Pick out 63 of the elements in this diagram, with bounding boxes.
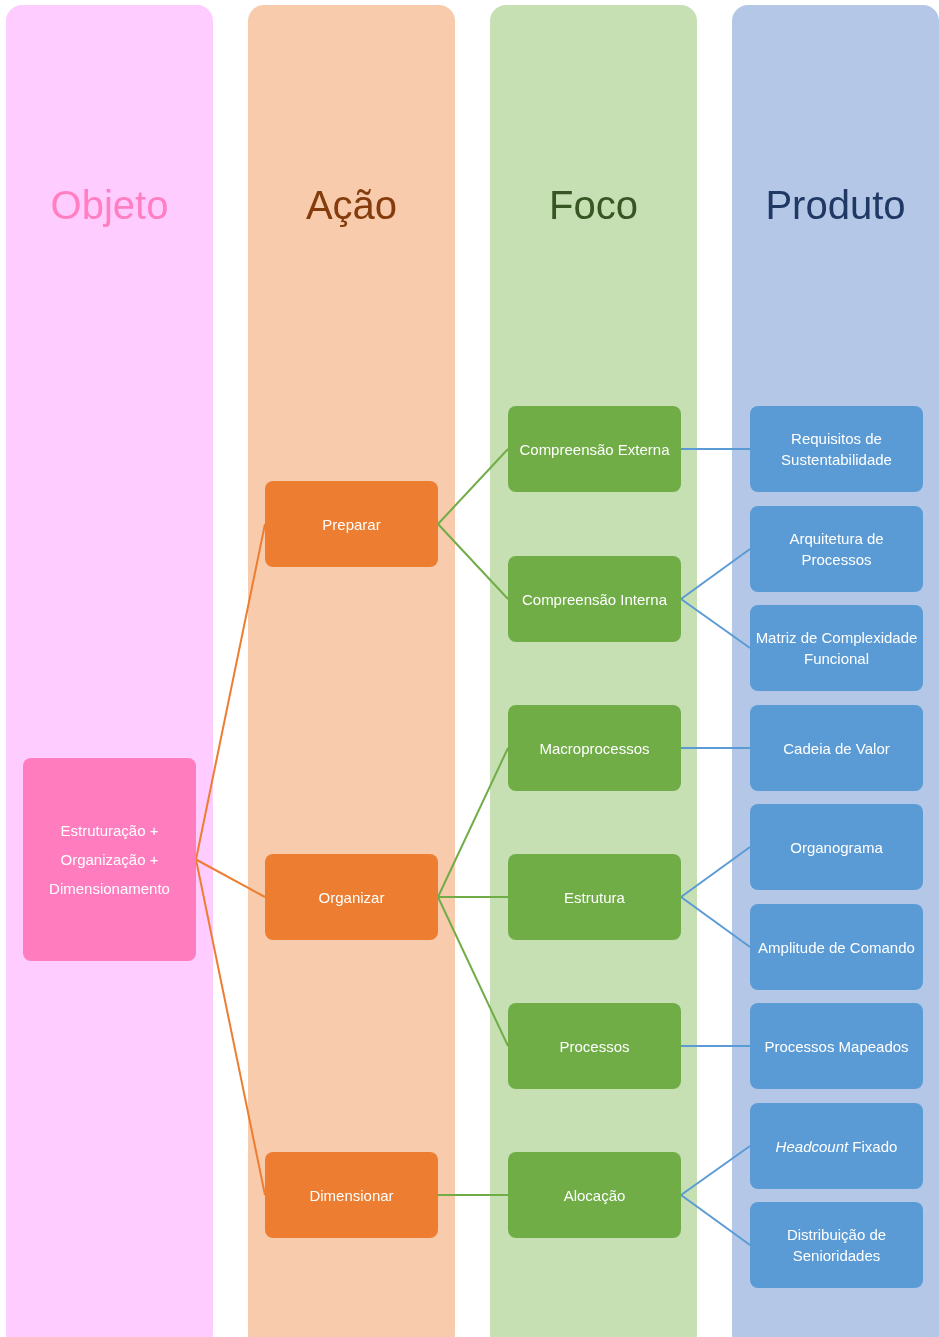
box-label: Cadeia de Valor — [783, 738, 890, 759]
connector-line — [680, 846, 751, 898]
process-box — [508, 705, 681, 791]
connector-line — [680, 747, 751, 749]
process-box — [508, 406, 681, 492]
column-heading: Objeto — [49, 182, 170, 229]
process-box — [750, 605, 923, 691]
connector-line — [680, 1194, 751, 1246]
column-band — [490, 5, 697, 1337]
column-heading: Ação — [304, 182, 399, 229]
box-label: Compreensão Interna — [521, 589, 668, 610]
connector-line — [680, 1145, 751, 1196]
process-box — [750, 804, 923, 890]
box-label: Amplitude de Comando — [758, 937, 915, 958]
connector-line — [437, 448, 509, 525]
column-band — [732, 5, 939, 1337]
box-label: Compreensão Externa — [519, 439, 670, 460]
box-label: Preparar — [322, 514, 381, 535]
box-label: Estruturação + Organização + Dimensionamento — [49, 821, 170, 899]
box-label: Matriz de Complexidade Funcional — [754, 628, 919, 669]
column-band — [6, 5, 213, 1337]
box-label: Processos — [559, 1036, 630, 1057]
process-box — [508, 854, 681, 940]
process-box — [508, 556, 681, 642]
connector-line — [680, 1045, 751, 1047]
process-box — [750, 705, 923, 791]
process-box — [265, 854, 438, 940]
process-box — [265, 481, 438, 567]
connector-line — [437, 523, 509, 600]
box-label: Requisitos de Sustentabilidade — [780, 429, 893, 470]
process-box — [750, 1103, 923, 1189]
connector-line — [437, 1194, 509, 1196]
process-box — [750, 904, 923, 990]
box-label: Macroprocessos — [539, 738, 650, 759]
column-band — [248, 5, 455, 1337]
process-box — [750, 1202, 923, 1288]
process-box — [750, 406, 923, 492]
column-heading: Foco — [548, 182, 639, 229]
column-heading: Produto — [764, 182, 907, 229]
connector-line — [680, 548, 751, 600]
box-label: Headcount Fixado — [775, 1136, 898, 1157]
process-box — [508, 1003, 681, 1089]
process-box — [265, 1152, 438, 1238]
process-box — [750, 506, 923, 592]
connector-line — [680, 896, 751, 948]
box-label: Estrutura — [564, 887, 625, 908]
connector-line — [437, 747, 509, 898]
connector-line — [680, 448, 751, 450]
process-box — [750, 1003, 923, 1089]
process-box — [23, 758, 196, 961]
process-box — [508, 1152, 681, 1238]
connector-line — [437, 896, 509, 1047]
connector-line — [195, 523, 266, 861]
box-label: Arquitetura de Processos — [788, 529, 885, 570]
box-label: Organograma — [790, 837, 883, 858]
box-label: Processos Mapeados — [764, 1036, 909, 1057]
box-label: Organizar — [318, 887, 385, 908]
box-label: Dimensionar — [309, 1185, 394, 1206]
connector-line — [680, 598, 751, 649]
connector-line — [437, 896, 509, 898]
box-label: Distribuição de Senioridades — [785, 1225, 888, 1266]
connector-line — [195, 858, 266, 1196]
box-label: Alocação — [563, 1185, 626, 1206]
